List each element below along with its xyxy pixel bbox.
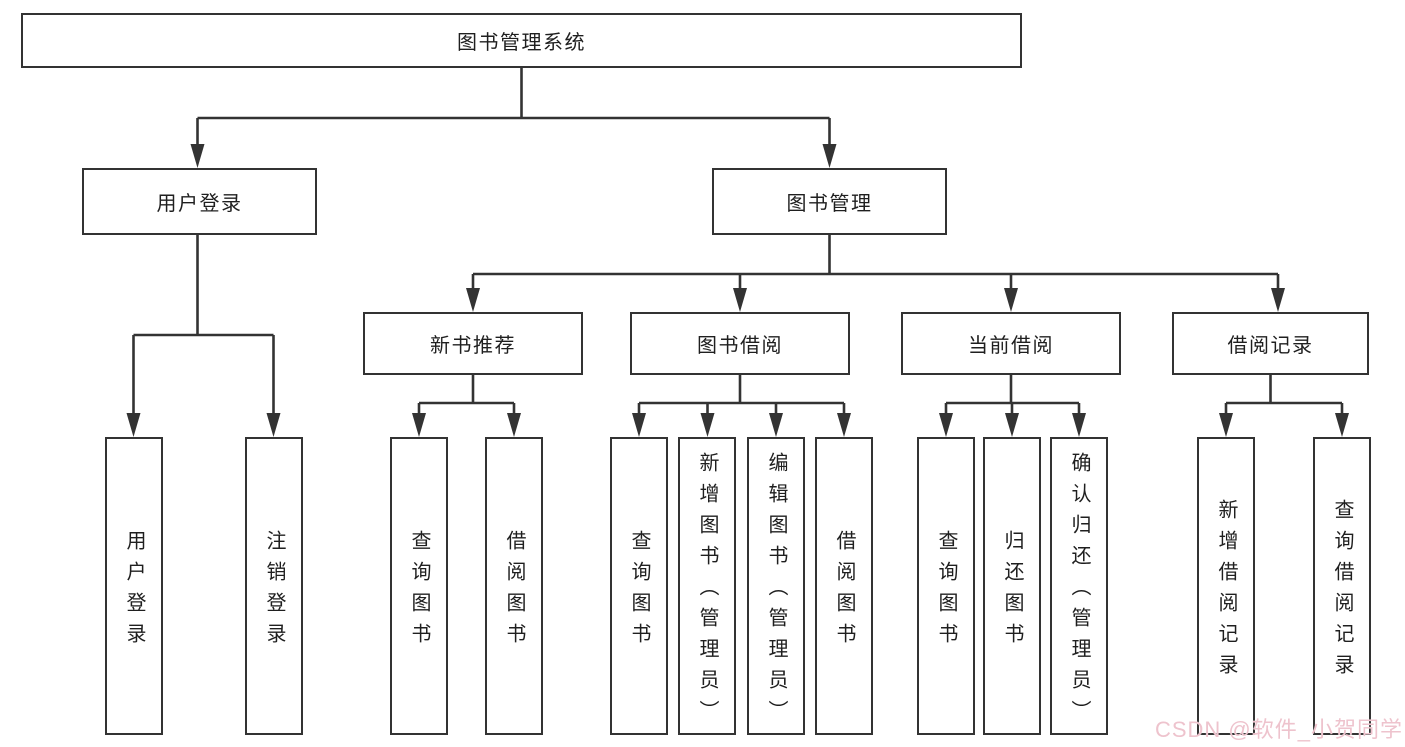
leaf-label: 借阅图书 xyxy=(503,529,525,654)
node-new-book-recommend: 新书推荐 xyxy=(363,312,583,375)
node-label: 图书借阅 xyxy=(697,335,783,357)
node-label: 图书管理系统 xyxy=(457,32,586,54)
node-borrowing-records: 借阅记录 xyxy=(1172,312,1369,375)
leaf-logout: 注销登录 xyxy=(245,437,303,735)
node-book-management: 图书管理 xyxy=(712,168,947,235)
leaf-query-books-1: 查询图书 xyxy=(390,437,448,735)
leaf-query-books-2: 查询图书 xyxy=(610,437,668,735)
node-system-root: 图书管理系统 xyxy=(21,13,1022,68)
leaf-label: 借阅图书 xyxy=(833,529,855,654)
leaf-label: 查询图书 xyxy=(935,529,957,654)
leaf-label: 查询图书 xyxy=(408,529,430,654)
leaf-label: 用户登录 xyxy=(123,529,145,654)
leaf-label: 注销登录 xyxy=(263,529,285,654)
leaf-label: 查询借阅记录 xyxy=(1331,498,1353,685)
leaf-borrow-books-2: 借阅图书 xyxy=(815,437,873,735)
csdn-watermark: CSDN @软件_小贺同学 xyxy=(1154,717,1403,742)
leaf-confirm-return-admin: 确认归还（管理员） xyxy=(1050,437,1108,735)
node-label: 借阅记录 xyxy=(1227,335,1314,357)
leaf-query-borrow-record: 查询借阅记录 xyxy=(1313,437,1371,735)
node-label: 新书推荐 xyxy=(430,335,516,357)
node-label: 图书管理 xyxy=(786,193,873,215)
leaf-label: 确认归还（管理员） xyxy=(1068,452,1090,731)
node-user-login: 用户登录 xyxy=(82,168,317,235)
node-label: 用户登录 xyxy=(156,193,243,215)
node-label: 当前借阅 xyxy=(968,335,1054,357)
leaf-label: 编辑图书（管理员） xyxy=(765,452,787,731)
leaf-label: 新增借阅记录 xyxy=(1215,498,1237,685)
leaf-label: 归还图书 xyxy=(1001,529,1023,654)
leaf-return-books: 归还图书 xyxy=(983,437,1041,735)
node-current-borrowing: 当前借阅 xyxy=(901,312,1121,375)
leaf-query-books-3: 查询图书 xyxy=(917,437,975,735)
leaf-user-login: 用户登录 xyxy=(105,437,163,735)
leaf-label: 查询图书 xyxy=(628,529,650,654)
leaf-edit-book-admin: 编辑图书（管理员） xyxy=(747,437,805,735)
leaf-add-book-admin: 新增图书（管理员） xyxy=(678,437,736,735)
leaf-label: 新增图书（管理员） xyxy=(696,452,718,731)
leaf-borrow-books-1: 借阅图书 xyxy=(485,437,543,735)
leaf-add-borrow-record: 新增借阅记录 xyxy=(1197,437,1255,735)
node-book-borrowing: 图书借阅 xyxy=(630,312,850,375)
